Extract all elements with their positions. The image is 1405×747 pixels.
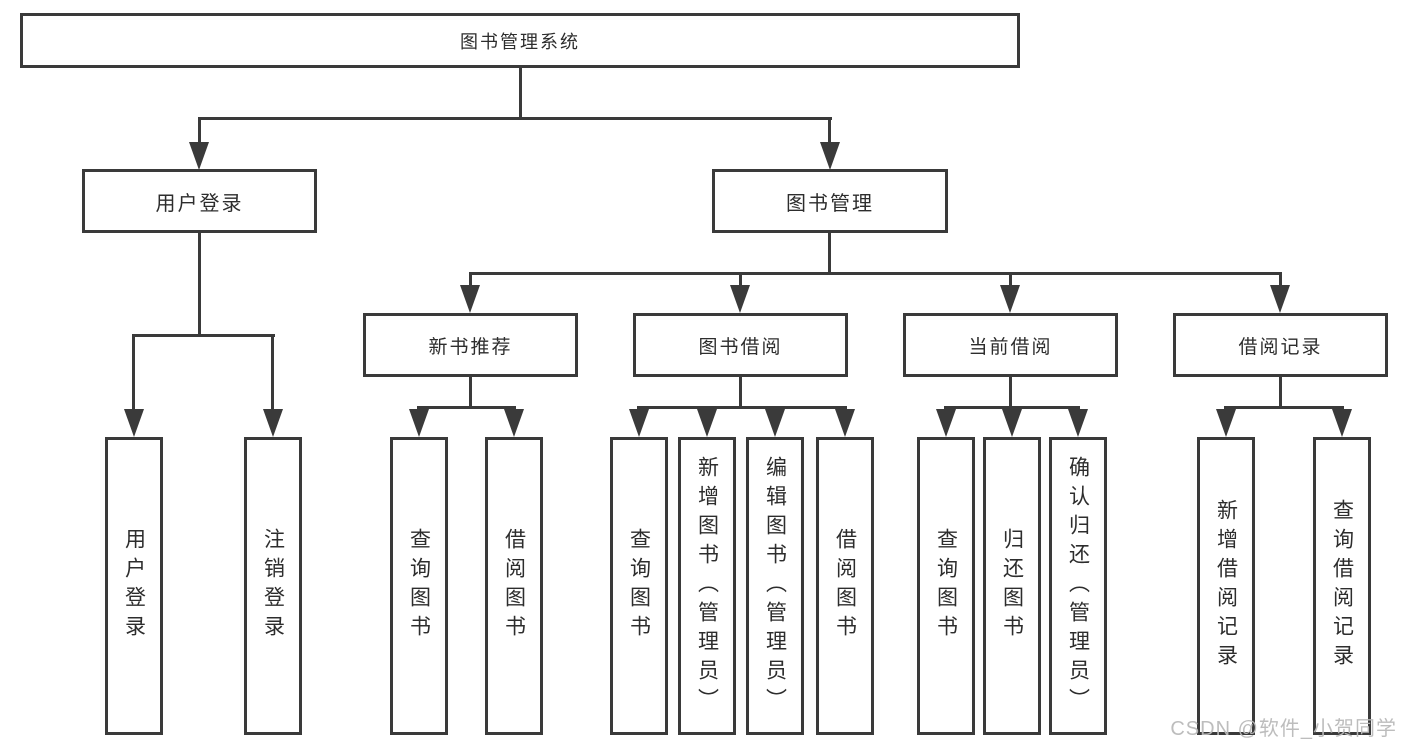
arrow-down-icon xyxy=(629,409,649,437)
connector-line xyxy=(1279,274,1282,287)
node-label: 查询借阅记录 xyxy=(1330,499,1354,673)
watermark: CSDN @软件_小贺同学 xyxy=(1170,718,1397,740)
arrow-down-icon xyxy=(124,409,144,437)
node-book-borrow: 图书借阅 xyxy=(633,313,848,377)
arrow-down-icon xyxy=(730,285,750,313)
leaf-query-borrow-record: 查询借阅记录 xyxy=(1313,437,1371,735)
arrow-down-icon xyxy=(1068,409,1088,437)
connector-line xyxy=(469,377,472,408)
node-label: 图书管理系统 xyxy=(460,31,580,52)
node-label: 注销登录 xyxy=(261,528,285,644)
connector-line xyxy=(637,406,847,409)
node-label: 查询图书 xyxy=(934,528,958,644)
node-label: 借阅图书 xyxy=(833,528,857,644)
node-borrow-records: 借阅记录 xyxy=(1173,313,1388,377)
connector-line xyxy=(1279,377,1282,408)
connector-line xyxy=(132,334,275,337)
arrow-down-icon xyxy=(835,409,855,437)
connector-line xyxy=(1009,274,1012,287)
connector-line xyxy=(198,117,832,120)
connector-line xyxy=(132,336,135,411)
arrow-down-icon xyxy=(504,409,524,437)
node-label: 用户登录 xyxy=(155,192,244,215)
leaf-user-login: 用户登录 xyxy=(105,437,163,735)
leaf-add-book-admin: 新增图书（管理员） xyxy=(678,437,736,735)
arrow-down-icon xyxy=(697,409,717,437)
node-label: 借阅记录 xyxy=(1238,336,1323,358)
arrow-down-icon xyxy=(409,409,429,437)
leaf-query-books-recommend: 查询图书 xyxy=(390,437,448,735)
arrow-down-icon xyxy=(936,409,956,437)
node-label: 图书借阅 xyxy=(698,336,783,358)
arrow-down-icon xyxy=(1002,409,1022,437)
node-label: 借阅图书 xyxy=(502,528,526,644)
node-label: 新增借阅记录 xyxy=(1214,499,1238,673)
arrow-down-icon xyxy=(1270,285,1290,313)
node-user-login: 用户登录 xyxy=(82,169,317,233)
connector-line xyxy=(469,274,472,287)
node-current-borrow: 当前借阅 xyxy=(903,313,1118,377)
leaf-add-borrow-record: 新增借阅记录 xyxy=(1197,437,1255,735)
connector-line xyxy=(828,233,831,274)
node-book-management: 图书管理 xyxy=(712,169,948,233)
arrow-down-icon xyxy=(263,409,283,437)
leaf-return-book: 归还图书 xyxy=(983,437,1041,735)
connector-line xyxy=(944,406,1080,409)
node-new-book-recommend: 新书推荐 xyxy=(363,313,578,377)
connector-line xyxy=(1224,406,1344,409)
node-label: 当前借阅 xyxy=(968,336,1053,358)
node-label: 编辑图书（管理员） xyxy=(763,455,787,717)
connector-line xyxy=(739,274,742,287)
node-root: 图书管理系统 xyxy=(20,13,1020,68)
connector-line xyxy=(469,272,1282,275)
connector-line xyxy=(739,377,742,408)
leaf-confirm-return-admin: 确认归还（管理员） xyxy=(1049,437,1107,735)
node-label: 图书管理 xyxy=(786,192,874,215)
node-label: 新书推荐 xyxy=(428,336,513,358)
connector-line xyxy=(417,406,516,409)
connector-line xyxy=(198,233,201,336)
node-label: 查询图书 xyxy=(407,528,431,644)
node-label: 确认归还（管理员） xyxy=(1066,455,1090,717)
node-label: 用户登录 xyxy=(122,528,146,644)
leaf-borrow-books: 借阅图书 xyxy=(816,437,874,735)
arrow-down-icon xyxy=(189,142,209,170)
connector-line xyxy=(198,119,201,145)
connector-line xyxy=(828,119,831,145)
arrow-down-icon xyxy=(820,142,840,170)
arrow-down-icon xyxy=(460,285,480,313)
connector-line xyxy=(519,66,522,119)
connector-line xyxy=(1009,377,1012,408)
leaf-logout: 注销登录 xyxy=(244,437,302,735)
arrow-down-icon xyxy=(1000,285,1020,313)
arrow-down-icon xyxy=(1332,409,1352,437)
node-label: 新增图书（管理员） xyxy=(695,455,719,717)
leaf-query-books-current: 查询图书 xyxy=(917,437,975,735)
leaf-edit-book-admin: 编辑图书（管理员） xyxy=(746,437,804,735)
arrow-down-icon xyxy=(765,409,785,437)
leaf-query-books-borrow: 查询图书 xyxy=(610,437,668,735)
arrow-down-icon xyxy=(1216,409,1236,437)
node-label: 查询图书 xyxy=(627,528,651,644)
connector-line xyxy=(271,336,274,411)
node-label: 归还图书 xyxy=(1000,528,1024,644)
leaf-borrow-books-recommend: 借阅图书 xyxy=(485,437,543,735)
